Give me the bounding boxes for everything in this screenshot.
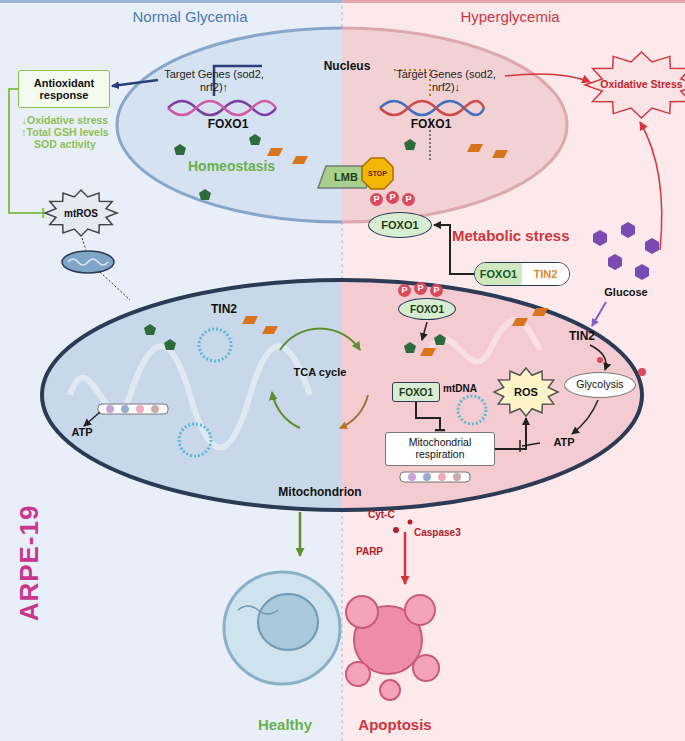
node-text: Glycolysis [576, 379, 623, 391]
phospho-mark: P [398, 284, 411, 297]
phospho-mark: P [414, 282, 427, 295]
stress-burst: Oxidative Stress [585, 52, 685, 118]
node-text: Mitochondrial respiration [390, 437, 490, 460]
cycle-label: TCA cycle [290, 366, 350, 379]
cell-line-label: ARPE-19 [15, 493, 45, 633]
gene-label: Target Genes (sod2, nrf2)↑ [158, 68, 270, 93]
phospho-mark: P [370, 193, 383, 206]
text-holder: STOP [368, 170, 387, 178]
node-text: FOXO1 [399, 387, 433, 398]
region-label: Nucleus [307, 60, 387, 74]
text-holder: Antioxidant response [23, 77, 105, 101]
outcome-label: Apoptosis [345, 716, 445, 733]
text-holder: FOXO1TIN2 [475, 263, 569, 285]
text-holder: LMB [334, 171, 358, 183]
phospho-mark: P [386, 191, 399, 204]
node-text: STOP [368, 170, 387, 178]
process-oval: Glycolysis [564, 372, 636, 398]
protein-box: FOXO1 [392, 382, 440, 402]
ros-burst-fill [494, 368, 558, 416]
text-holder: Oxidative Stress [600, 79, 682, 91]
protein-label: FOXO1 [404, 118, 458, 132]
dna-label: mtDNA [443, 383, 489, 395]
text-holder: FOXO1 [399, 387, 433, 398]
stop-sign-fill [362, 158, 393, 189]
gene-label: Target Genes (sod2, nrf2)↓ [390, 68, 502, 93]
protein-label: TIN2 [562, 330, 602, 344]
phospho-mark: P [430, 284, 443, 297]
protein-label: TIN2 [204, 303, 244, 317]
molecule-label: Glucose [594, 286, 658, 299]
text-holder: mtROS [64, 208, 98, 219]
text-holder: FOXO1 [410, 304, 444, 315]
atp-label: ATP [64, 426, 100, 439]
response-box: Antioxidant response [18, 70, 110, 108]
text-holder: FOXO1 [381, 219, 418, 231]
apoptosis-factor: PARP [356, 546, 396, 558]
text-holder: Glycolysis [576, 379, 623, 391]
protein-label: FOXO1 [201, 118, 255, 132]
node-text: LMB [334, 171, 358, 183]
node-text: FOXO1 [410, 304, 444, 315]
organelle-label: Mitochondrion [265, 486, 375, 500]
text-holder: Mitochondrial respiration [390, 437, 490, 460]
process-box: Mitochondrial respiration [385, 432, 495, 466]
effect-note: ↓Oxidative stress ↑Total GSH levels SOD … [14, 114, 116, 150]
node-text: Antioxidant response [23, 77, 105, 101]
protein-oval: FOXO1 [368, 212, 432, 238]
phospho-mark: P [402, 193, 415, 206]
protein-oval: FOXO1 [398, 298, 456, 320]
header: Hyperglycemia [430, 8, 590, 25]
ros-burst-fill [45, 190, 117, 236]
node-text: TIN2 [522, 263, 569, 285]
apoptosis-factor: Caspase3 [414, 527, 476, 539]
arrow-connector [495, 418, 526, 449]
text-holder: ROS [514, 386, 538, 398]
outcome-label: Healthy [245, 716, 325, 733]
node-text: FOXO1 [381, 219, 418, 231]
ros-burst: mtROS [45, 190, 117, 236]
node-text: FOXO1 [475, 263, 522, 285]
stop-sign: STOP [362, 158, 393, 189]
inhibition-connector [416, 402, 440, 430]
complex-pill: FOXO1TIN2 [474, 262, 570, 286]
state-label: Homeostasis [188, 158, 288, 174]
node-text: mtROS [64, 208, 98, 219]
stress-burst-fill [585, 52, 685, 118]
node-text: ROS [514, 386, 538, 398]
atp-label: ATP [546, 436, 582, 449]
node-text: Oxidative Stress [600, 79, 682, 91]
state-label: Metabolic stress [452, 227, 592, 244]
ros-burst: ROS [494, 368, 558, 416]
apoptosis-factor: Cyt-C [368, 509, 410, 521]
header: Normal Glycemia [110, 8, 270, 25]
